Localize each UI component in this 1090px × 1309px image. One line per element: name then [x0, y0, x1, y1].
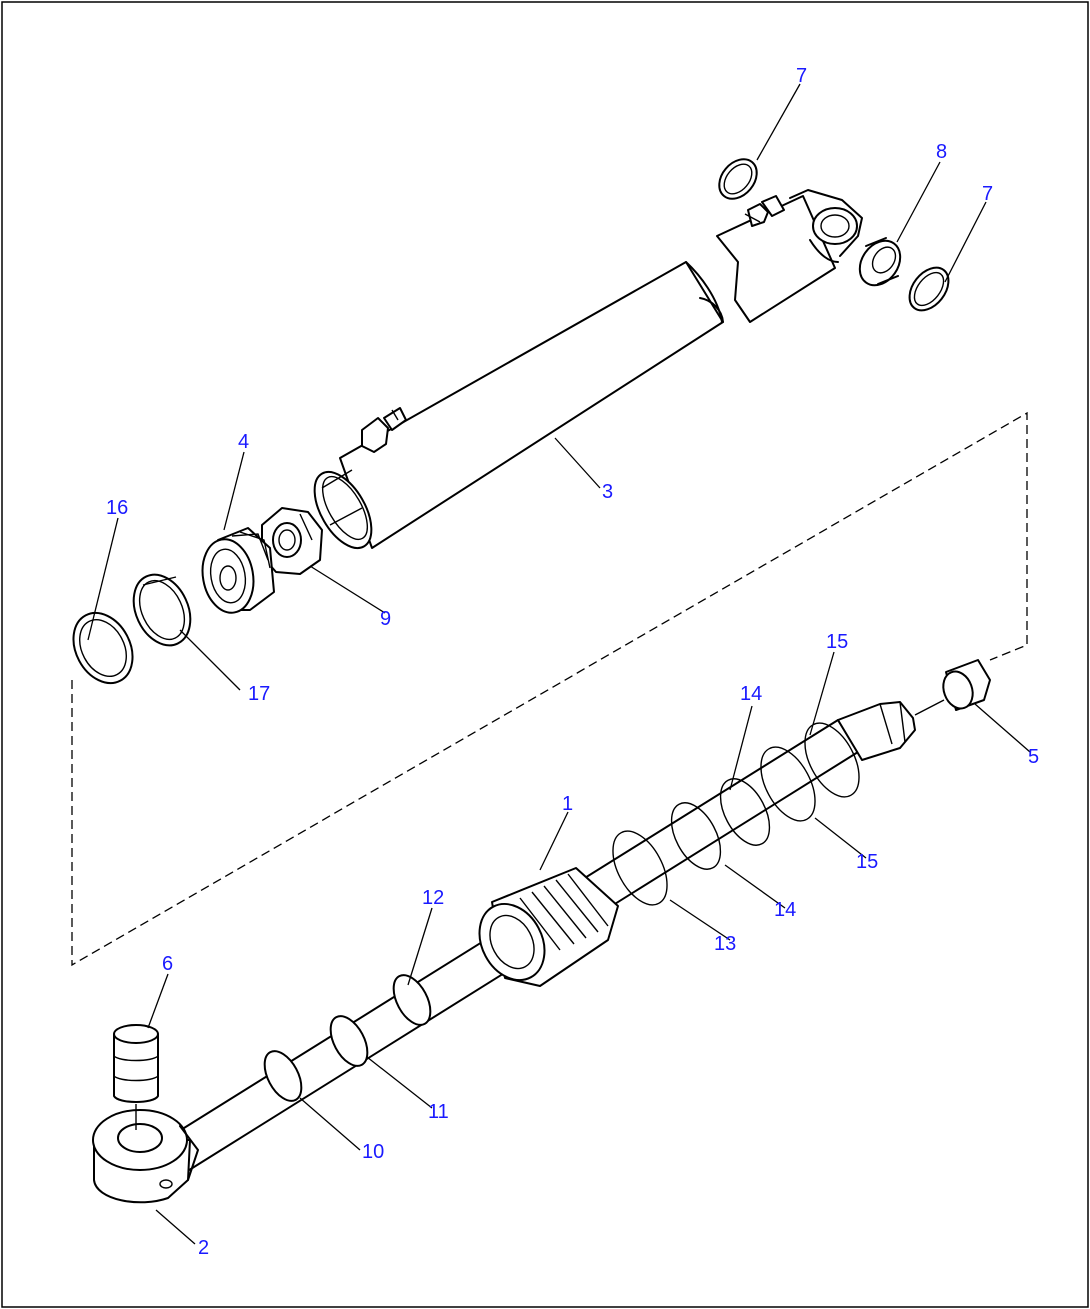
leader-lines [87, 83, 1031, 1245]
snap-ring-right [908, 266, 950, 312]
wear-ring [72, 611, 134, 685]
callout-4: 4 [238, 431, 249, 453]
callout-8: 8 [936, 141, 947, 163]
callout-11: 11 [428, 1101, 449, 1123]
callout-13: 13 [714, 933, 736, 955]
eye-bushing [113, 1024, 159, 1130]
callout-9: 9 [380, 608, 391, 630]
backup-ring [132, 573, 192, 647]
callout-3: 3 [602, 481, 613, 503]
callout-12: 12 [422, 887, 444, 909]
callout-5: 5 [1028, 746, 1039, 768]
cylinder-tube [313, 261, 724, 549]
callout-16: 16 [106, 497, 128, 519]
callout-14-bottom: 14 [774, 899, 796, 921]
callout-15-top: 15 [826, 631, 848, 653]
rod-end-bushing [914, 659, 991, 716]
callout-6: 6 [162, 953, 173, 975]
callout-15-bottom: 15 [856, 851, 878, 873]
callout-1: 1 [562, 793, 573, 815]
snap-ring-top [718, 158, 758, 200]
rod-eye [92, 1109, 199, 1204]
assembly-path-dashed [71, 411, 1028, 967]
callout-17: 17 [248, 683, 270, 705]
piston [201, 527, 275, 614]
piston-rod [167, 701, 916, 1173]
callout-7-right: 7 [982, 183, 993, 205]
cylinder-bottom-end [716, 189, 863, 323]
callout-10: 10 [362, 1141, 384, 1163]
nut [261, 507, 323, 575]
bushing [858, 237, 902, 287]
callout-7-top: 7 [796, 65, 807, 87]
callout-2: 2 [198, 1237, 209, 1259]
callout-14-top: 14 [740, 683, 762, 705]
